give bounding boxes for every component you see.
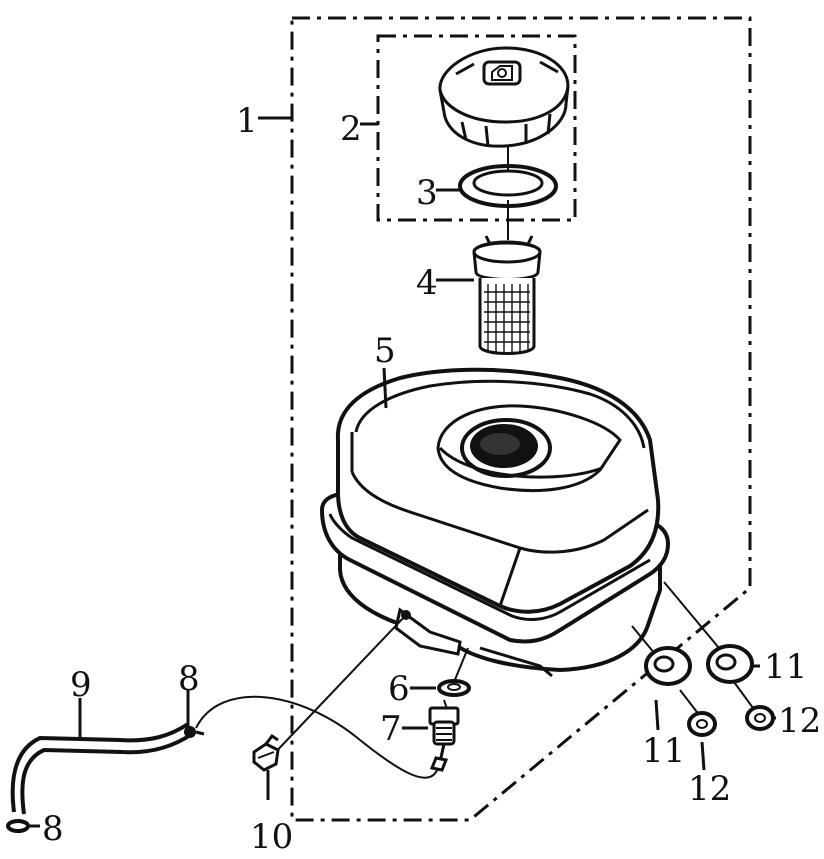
callout-3: 3: [416, 173, 438, 213]
tank-screw: [252, 733, 280, 772]
hose-clip-upper: [184, 726, 205, 738]
cap-group-outline: [376, 34, 577, 222]
fuel-cock-washer: [437, 679, 471, 697]
fuel-cock: [428, 706, 460, 772]
mount-washer-left: [644, 646, 692, 686]
fuel-tank: [319, 367, 671, 678]
callout-9: 9: [70, 665, 92, 705]
callout-12-left: 12: [688, 769, 731, 809]
fuel-hose: [10, 695, 439, 815]
mount-nut-right: [745, 705, 775, 731]
leader-lines: [24, 116, 776, 828]
hose-clip-lower: [6, 819, 40, 833]
callout-6: 6: [388, 669, 410, 709]
callout-12-right: 12: [778, 701, 821, 741]
callout-1: 1: [236, 101, 258, 141]
fuel-cap: [438, 46, 570, 148]
mount-washer-right: [706, 644, 754, 684]
assembly-outline-1: [290, 16, 752, 822]
callout-11-left: 11: [642, 731, 685, 771]
fuel-strainer: [472, 235, 542, 355]
callout-8-lower: 8: [42, 809, 64, 849]
callout-4: 4: [416, 263, 438, 303]
callout-2: 2: [340, 109, 362, 149]
callout-11-right: 11: [764, 647, 807, 687]
callout-7: 7: [380, 709, 402, 749]
callout-8-upper: 8: [178, 659, 200, 699]
callout-5: 5: [374, 331, 396, 371]
mount-nut-left: [687, 711, 717, 737]
callout-labels: 1 2 3 4 5 6 7 8 8 9 10 11 11 12 12: [42, 101, 821, 857]
callout-10: 10: [250, 817, 293, 857]
